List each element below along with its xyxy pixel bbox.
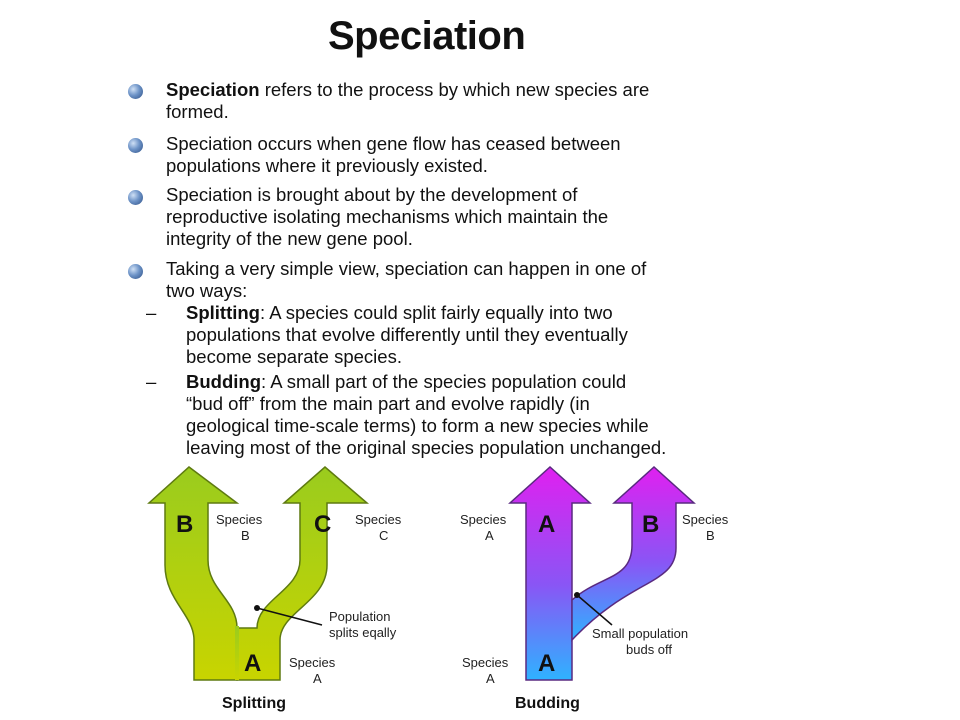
split-letter-a: A (244, 650, 261, 677)
bullet-3-line2: reproductive isolating mechanisms which … (166, 206, 609, 227)
splitting-caption: Splitting (222, 695, 286, 712)
bud-letter-a-base: A (538, 650, 555, 677)
subbullet-splitting-line2: populations that evolve differently unti… (186, 324, 628, 345)
bud-label-bt-1: Species (682, 512, 729, 527)
bullet-3-line1: Speciation is brought about by the devel… (166, 184, 578, 205)
subbullet-budding-line2: “bud off” from the main part and evolve … (186, 393, 590, 414)
subbullet-budding-line3: geological time-scale terms) to form a n… (186, 415, 649, 436)
bullet-2-line2: populations where it previously existed. (166, 155, 488, 176)
budding-branch-shape (571, 465, 696, 642)
bud-label-at-1: Species (460, 512, 507, 527)
split-letter-b: B (176, 511, 193, 538)
subbullet-splitting-line3: become separate species. (186, 346, 402, 367)
subbullet-budding-line1: : A small part of the species population… (261, 371, 627, 392)
splitting-diagram (147, 466, 370, 681)
bullet-dot-icon (128, 84, 143, 99)
splitting-right-branch-shape (236, 466, 370, 681)
split-label-b-2: B (241, 528, 250, 543)
split-label-c-2: C (379, 528, 388, 543)
subbullet-dash: – (146, 371, 157, 392)
subbullet-budding: Budding: A small part of the species pop… (186, 371, 776, 459)
split-letter-c: C (314, 511, 331, 538)
split-label-c-1: Species (355, 512, 402, 527)
bud-label-ab-1: Species (462, 655, 509, 670)
bullet-1-line1: refers to the process by which new speci… (259, 79, 650, 100)
bullet-item-3: Speciation is brought about by the devel… (166, 184, 766, 250)
splitting-base-fill (235, 626, 239, 680)
subbullet-dash: – (146, 302, 157, 323)
split-label-b-1: Species (216, 512, 263, 527)
bullet-1-line2: formed. (166, 101, 229, 122)
split-label-a-1: Species (289, 655, 336, 670)
bud-letter-b: B (642, 511, 659, 538)
bullet-item-1: Speciation refers to the process by whic… (166, 79, 766, 123)
subbullet-budding-line4: leaving most of the original species pop… (186, 437, 667, 458)
split-label-a-2: A (313, 671, 322, 686)
bullet-1-bold: Speciation (166, 79, 260, 100)
bullet-4-line1: Taking a very simple view, speciation ca… (166, 258, 647, 279)
bud-label-ab-2: A (486, 671, 495, 686)
subbullet-budding-bold: Budding (186, 371, 262, 392)
bud-label-at-2: A (485, 528, 494, 543)
bullet-item-4: Taking a very simple view, speciation ca… (166, 258, 766, 302)
bullet-item-2: Speciation occurs when gene flow has cea… (166, 133, 766, 177)
bullet-dot-icon (128, 190, 143, 205)
bud-label-bt-2: B (706, 528, 715, 543)
slide-title: Speciation (328, 14, 526, 58)
budding-caption: Budding (515, 695, 580, 712)
split-label-pop-2: splits eqally (329, 625, 397, 640)
bud-label-small-2: buds off (626, 642, 672, 657)
subbullet-splitting: Splitting: A species could split fairly … (186, 302, 776, 368)
subbullet-splitting-bold: Splitting (186, 302, 260, 323)
bullet-4-line2: two ways: (166, 280, 248, 301)
bullet-2-line1: Speciation occurs when gene flow has cea… (166, 133, 621, 154)
bullet-dot-icon (128, 138, 143, 153)
split-label-pop-1: Population (329, 609, 390, 624)
bullet-3-line3: integrity of the new gene pool. (166, 228, 413, 249)
bullet-dot-icon (128, 264, 143, 279)
subbullet-splitting-line1: : A species could split fairly equally i… (259, 302, 613, 323)
bud-letter-a-top: A (538, 511, 555, 538)
budding-main-arrow-shape (508, 465, 592, 681)
splitting-arrow-shape (147, 466, 240, 681)
budding-diagram (508, 465, 696, 681)
bud-label-small-1: Small population (592, 626, 688, 641)
bud-leader-line (576, 594, 613, 626)
split-leader-line (256, 607, 323, 626)
